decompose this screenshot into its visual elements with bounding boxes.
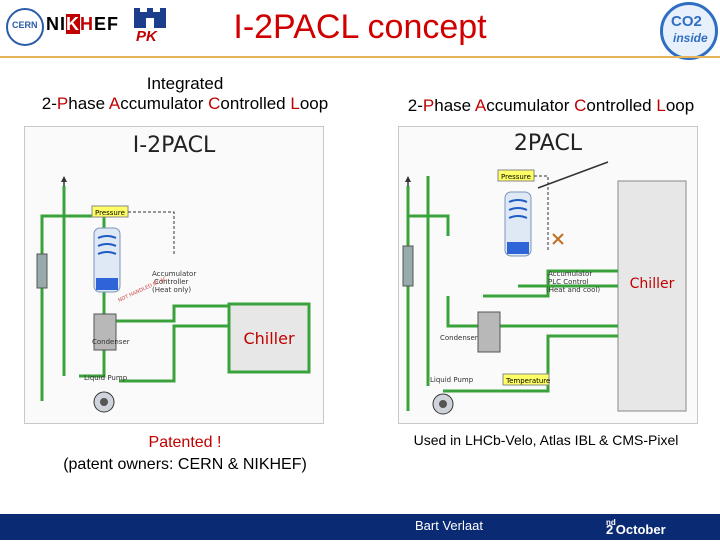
left-accumulator-label-2: Controller	[154, 278, 189, 286]
patented-text: Patented !	[148, 434, 222, 451]
hl-seg: ontrolled	[220, 94, 291, 113]
right-condenser-label: Condenser	[440, 334, 478, 342]
right-condenser	[477, 311, 501, 353]
page-title: I-2PACL concept	[233, 8, 487, 46]
hr-seg: ontrolled	[586, 96, 657, 115]
left-chiller-box	[227, 302, 311, 374]
hl-seg: 2-	[41, 94, 57, 113]
left-caption: Patented ! (patent owners: CERN & NIKHEF…	[20, 432, 350, 476]
right-heading: 2-Phase Accumulator Controlled Loop	[392, 96, 710, 116]
hl-seg: oop	[299, 94, 329, 113]
left-condenser-label: Condenser	[92, 338, 130, 346]
cern-logo-text: CERN	[12, 20, 38, 30]
left-arrow-head	[61, 176, 67, 182]
right-accumulator-label-3: (Heat and cool)	[546, 286, 600, 294]
left-heading-line2: 2-Phase Accumulator Controlled Loop	[30, 94, 340, 114]
pk-logo: PK	[132, 6, 168, 46]
right-accumulator-label-2: PLC Control	[548, 278, 589, 286]
hr-seg: oop	[665, 96, 695, 115]
cern-logo: CERN	[6, 8, 44, 46]
pk-logo-text: PK	[136, 28, 157, 45]
footer-date-rest: October 2013	[615, 522, 666, 552]
hl-seg: P	[56, 94, 69, 113]
hr-seg: A	[474, 96, 487, 115]
right-temperature-label: Temperature	[505, 377, 550, 385]
left-evaporator	[36, 253, 48, 289]
left-diagram-svg: I-2PACL Pressure Accumulator Controller …	[24, 126, 324, 424]
nikhef-part-3: H	[80, 14, 94, 34]
right-pump-label: Liquid Pump	[430, 376, 474, 384]
inside-badge-text: inside	[673, 31, 708, 45]
nikhef-logo: NIKHEF	[46, 14, 119, 35]
hl-seg: C	[208, 94, 221, 113]
right-temperature-box	[502, 373, 550, 386]
hr-seg: hase	[434, 96, 475, 115]
left-diagram-title: I-2PACL	[133, 133, 216, 158]
co2-badge-text: CO2	[671, 13, 702, 30]
left-coil	[97, 235, 117, 255]
hr-seg: P	[422, 96, 435, 115]
hl-seg: hase	[68, 94, 109, 113]
right-evaporator	[402, 245, 414, 287]
right-liquid-level	[507, 242, 529, 254]
right-pressure-arrow	[537, 161, 609, 189]
left-pump-hub	[100, 398, 108, 406]
footer-date-sup: nd	[606, 518, 616, 527]
right-pressure-label: Pressure	[501, 173, 531, 181]
left-pump-label: Liquid Pump	[84, 374, 128, 382]
nikhef-part-4: EF	[94, 14, 120, 34]
left-chiller-label: Chiller	[243, 329, 294, 348]
nikhef-part-2: K	[66, 14, 80, 34]
right-pump-hub	[439, 400, 447, 408]
right-valve-icon	[552, 233, 564, 245]
right-accumulator-label-1: Accumulator	[548, 270, 592, 278]
hl-seg: A	[108, 94, 121, 113]
title-rule	[0, 56, 720, 58]
left-liquid-level	[96, 278, 118, 290]
right-chiller-label: Chiller	[630, 276, 675, 292]
hl-seg: ccumulator	[120, 94, 209, 113]
right-chiller-box	[617, 180, 687, 412]
left-diagram: I-2PACL Pressure Accumulator Controller …	[24, 126, 324, 424]
nikhef-part-1: NI	[46, 14, 66, 34]
right-diagram-svg: 2PACL Chiller Pressure Accumulator PLC C…	[398, 126, 698, 424]
hr-seg: ccumulator	[486, 96, 575, 115]
left-control-line	[128, 211, 175, 256]
left-pressure-label: Pressure	[95, 209, 125, 217]
left-accumulator-label-3: (Heat only)	[152, 286, 191, 294]
left-condenser	[93, 313, 117, 351]
right-pipes	[406, 176, 618, 411]
hr-seg: 2-	[407, 96, 423, 115]
left-accumulator-label-1: Accumulator	[152, 270, 196, 278]
patent-owners-text: (patent owners: CERN & NIKHEF)	[63, 456, 307, 473]
co2-inside-badge: CO2 inside	[660, 2, 718, 60]
left-heading-line1: Integrated	[146, 74, 224, 93]
right-arrow-head	[405, 176, 411, 182]
footer-date-day: 2	[606, 522, 614, 537]
right-diagram-title: 2PACL	[514, 131, 583, 156]
footer-author: Bart Verlaat	[415, 518, 483, 533]
pk-castle-icon	[134, 8, 166, 28]
right-caption: Used in LHCb-Velo, Atlas IBL & CMS-Pixel	[413, 432, 679, 448]
left-heading: Integrated 2-Phase Accumulator Controlle…	[30, 74, 340, 114]
hr-seg: L	[656, 96, 666, 115]
hl-seg: L	[290, 94, 300, 113]
hr-seg: C	[574, 96, 587, 115]
right-diagram: 2PACL Chiller Pressure Accumulator PLC C…	[398, 126, 698, 424]
right-coil	[508, 199, 528, 219]
